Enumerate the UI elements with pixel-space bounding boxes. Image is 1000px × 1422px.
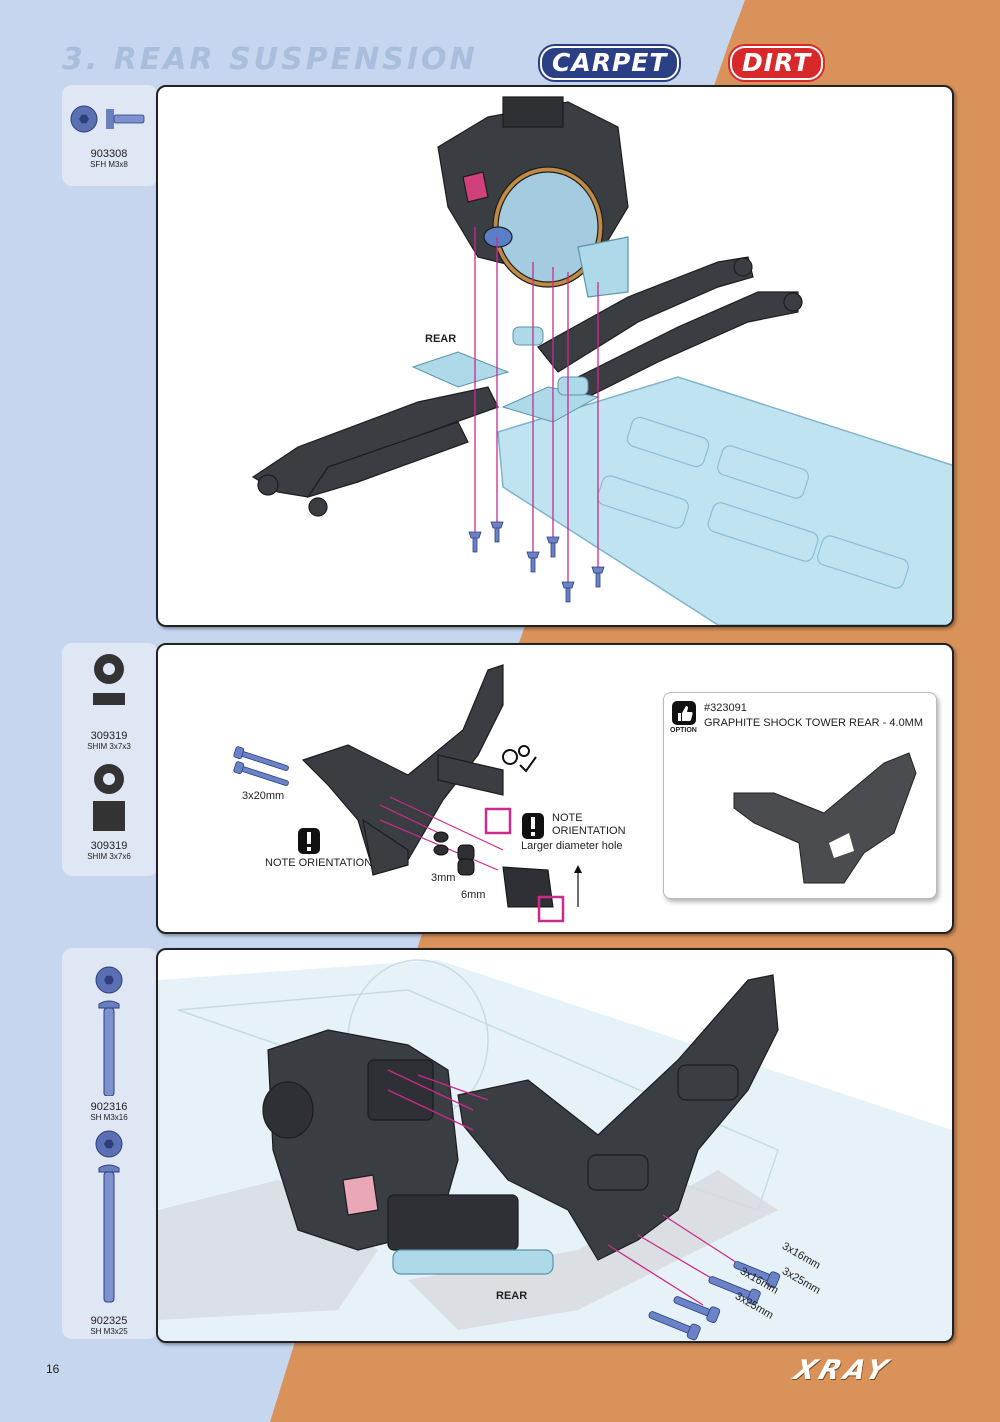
orientation-label: ORIENTATION: [552, 825, 626, 837]
option-card: OPTION #323091 GRAPHITE SHOCK TOWER REAR…: [663, 692, 937, 899]
socket-head-screw-16-icon: [95, 966, 123, 1097]
note-label: NOTE: [552, 812, 583, 824]
warning-icon: [522, 813, 544, 839]
part-309319-3: 309319 SHIM 3x7x3: [62, 653, 156, 751]
xray-logo: XRAY: [789, 1355, 896, 1386]
step3-parts-box: 902316 SH M3x16 902325 SH M3x25: [62, 948, 158, 1339]
part-desc: SH M3x16: [90, 1113, 128, 1122]
part-code: 902325: [90, 1315, 128, 1327]
gears-check-icon: [502, 745, 537, 773]
option-tag: OPTION: [670, 727, 697, 734]
step3-panel: REAR 3x16mm 3x25mm 3x16mm 3x25mm: [156, 948, 954, 1343]
rear-label: REAR: [496, 1290, 528, 1302]
step2-parts-box: 309319 SHIM 3x7x3 309319 SHIM 3x7x6: [62, 643, 158, 876]
option-part-name: GRAPHITE SHOCK TOWER REAR - 4.0MM: [704, 717, 924, 729]
part-309319-6: 309319 SHIM 3x7x6: [62, 763, 156, 861]
gearbox-tower-assembly-illustration: [158, 959, 952, 1341]
shock-tower-illustration: [233, 664, 582, 923]
part-desc: SHIM 3x7x3: [87, 742, 131, 751]
part-code: 902316: [90, 1101, 128, 1113]
part-desc: SFH M3x8: [90, 160, 128, 169]
rear-label: REAR: [425, 333, 457, 345]
flat-head-screw-icon: [70, 105, 145, 133]
dirt-badge: DIRT: [730, 46, 824, 80]
carpet-badge: CARPET: [540, 46, 680, 80]
screw-length-label: 3x20mm: [242, 790, 285, 802]
step1-panel: REAR: [156, 85, 954, 627]
part-902325: 902325 SH M3x25: [62, 1130, 156, 1336]
note-orientation-left: NOTE ORIENTATION: [265, 857, 373, 869]
part-903308: 903308 SFH M3x8: [62, 93, 156, 169]
part-desc: SH M3x25: [90, 1327, 128, 1336]
graphite-shock-tower-illustration: [733, 752, 917, 884]
warning-icon: [298, 828, 320, 854]
shim-3-icon: [93, 654, 125, 705]
step2-panel: 3x20mm NOTE ORIENTATION NOTE ORIENTATION…: [156, 643, 954, 934]
part-902316: 902316 SH M3x16: [62, 966, 156, 1122]
step1-parts-box: 903308 SFH M3x8: [62, 85, 158, 186]
thumbs-up-icon: [672, 701, 696, 725]
page-number: 16: [46, 1362, 60, 1376]
section-title: 3. REAR SUSPENSION: [62, 42, 478, 77]
rear-arm-assembly-illustration: [251, 96, 952, 625]
part-code: 309319: [90, 840, 128, 852]
larger-hole-label: Larger diameter hole: [521, 840, 623, 852]
shim-3mm-label: 3mm: [431, 872, 456, 884]
shim-6mm-label: 6mm: [461, 889, 486, 901]
part-code: 309319: [90, 730, 128, 742]
socket-head-screw-25-icon: [95, 1130, 123, 1303]
shim-6-icon: [93, 764, 125, 831]
part-code: 903308: [90, 148, 128, 160]
part-desc: SHIM 3x7x6: [87, 852, 131, 861]
option-part-number: #323091: [704, 702, 747, 714]
